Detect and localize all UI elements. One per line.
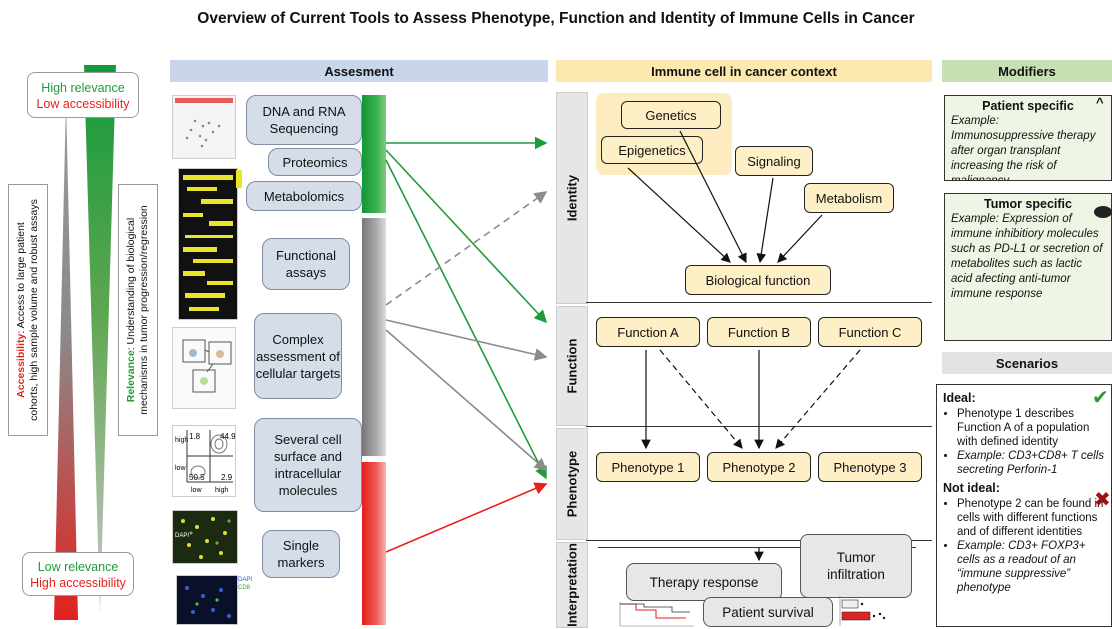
metabolomics-box[interactable]: Metabolomics [246, 181, 362, 211]
genetics-box[interactable]: Genetics [621, 101, 721, 129]
signaling-box[interactable]: Signaling [735, 146, 813, 176]
person-icon: ^ [1096, 95, 1104, 110]
complex-assessment-box[interactable]: Complex assessment of cellular targets [254, 313, 342, 399]
biological-function-box[interactable]: Biological function [685, 265, 831, 295]
ideal-bullet-2: Example: CD3+CD8+ T cells secreting Perf… [957, 449, 1105, 477]
high-relevance-label: High relevance [41, 81, 125, 95]
phenotype-2-box[interactable]: Phenotype 2 [707, 452, 811, 482]
checkmark-icon: ✔ [1092, 387, 1109, 409]
arrow-proteomics-function [385, 149, 548, 324]
dna-rna-sequencing-box[interactable]: DNA and RNA Sequencing [246, 95, 362, 145]
several-molecules-box[interactable]: Several cell surface and intracellular m… [254, 418, 362, 512]
accessibility-note: Accessibility: Access to large patient c… [8, 184, 48, 436]
volcano-plot-thumbnail [172, 95, 236, 159]
immunofluorescence-thumbnail [176, 575, 238, 625]
assessment-header: Assesment [170, 60, 548, 82]
green-bar [362, 95, 386, 213]
row-divider [586, 540, 932, 541]
functional-assays-box[interactable]: Functional assays [262, 238, 350, 290]
row-label-phenotype: Phenotype [556, 428, 588, 540]
tumor-infiltration-box[interactable]: Tumor infiltration [800, 534, 912, 598]
single-markers-box[interactable]: Single markers [262, 530, 340, 578]
arrow-metabolomics-phenotype [385, 159, 547, 480]
patient-specific-title: Patient specific [982, 99, 1074, 113]
low-relevance-label: Low relevance [37, 560, 119, 574]
arrow-complex-function [385, 319, 548, 361]
low-accessibility-label: Low accessibility [36, 97, 130, 111]
arrow-epigenetics-biofunction [627, 167, 731, 263]
patient-specific-text: Example: Immunosuppressive therapy after… [951, 115, 1096, 181]
accessibility-triangle [54, 100, 78, 620]
ideal-title: Ideal: [943, 391, 976, 405]
row-label-function: Function [556, 306, 588, 426]
tumor-cell-icon [1094, 206, 1112, 218]
flow-x-low-label: low [191, 487, 202, 494]
high-accessibility-label: High accessibility [30, 576, 126, 590]
flow-y-low-label: low [175, 465, 186, 472]
if-dapi-label: DAPI [238, 577, 253, 583]
grey-bar [362, 218, 386, 456]
not-ideal-title: Not ideal: [943, 481, 1000, 495]
not-ideal-bullet-1: Phenotype 2 can be found in cells with d… [957, 497, 1105, 539]
therapy-response-box[interactable]: Therapy response [626, 563, 782, 601]
relevance-accessibility-triangles [54, 65, 116, 620]
flow-q3-label: 50.5 [189, 473, 205, 482]
cross-icon: ✖ [1094, 489, 1111, 511]
flow-q4-label: 2.9 [221, 473, 233, 482]
gating-strategy-thumbnail [172, 327, 236, 409]
heatmap-scale-thumbnail [236, 170, 242, 188]
flow-q1-label: 1.8 [189, 432, 201, 441]
proteomics-box[interactable]: Proteomics [268, 148, 362, 176]
tumor-specific-text: Example: Expression of immune inhibitior… [951, 213, 1103, 300]
immune-header: Immune cell in cancer context [556, 60, 932, 82]
epigenetics-box[interactable]: Epigenetics [601, 136, 703, 164]
arrow-functionc-phenotype2 [775, 349, 861, 449]
ideal-bullet-1: Phenotype 1 describes Function A of a po… [957, 407, 1105, 449]
tumor-specific-title: Tumor specific [984, 197, 1072, 211]
multiplex-ihc-thumbnail: DAPI [172, 510, 238, 564]
arrow-genetics-biofunction [679, 130, 747, 264]
ihc-dapi-label: DAPI [175, 533, 189, 539]
arrow-metabolism-biofunction [777, 214, 823, 263]
function-a-box[interactable]: Function A [596, 317, 700, 347]
arrow-functiona-phenotype2 [659, 349, 743, 449]
function-b-box[interactable]: Function B [707, 317, 811, 347]
patient-specific-box: Patient specific Example: Immunosuppress… [944, 95, 1112, 181]
tumor-specific-box: Tumor specific Example: Expression of im… [944, 193, 1112, 341]
page-title: Overview of Current Tools to Assess Phen… [197, 10, 915, 27]
metabolism-box[interactable]: Metabolism [804, 183, 894, 213]
phenotype-1-box[interactable]: Phenotype 1 [596, 452, 700, 482]
arrow-complex-phenotype [385, 329, 548, 472]
modifiers-header: Modifiers [942, 60, 1112, 82]
row-divider [586, 302, 932, 303]
arrow-signaling-biofunction [756, 177, 774, 264]
flow-q2-label: 44.9 [220, 432, 235, 441]
row-label-identity: Identity [556, 92, 588, 304]
flow-x-high-label: high [215, 487, 228, 494]
phenotype-3-box[interactable]: Phenotype 3 [818, 452, 922, 482]
patient-survival-box[interactable]: Patient survival [703, 597, 833, 627]
arrow-functional-identity [385, 191, 548, 306]
relevance-triangle [84, 65, 116, 615]
function-c-box[interactable]: Function C [818, 317, 922, 347]
flow-y-high-label: high [175, 437, 188, 444]
low-relevance-box: Low relevance High accessibility [22, 552, 134, 596]
red-bar [362, 462, 386, 625]
boxplot-thumbnail [839, 596, 886, 626]
relevance-note: Relevance: Understanding of biological m… [118, 184, 158, 436]
flow-cytometry-thumbnail: 1.8 44.9 50.5 2.9 low high low high [172, 425, 236, 497]
high-relevance-box: High relevance Low accessibility [27, 72, 139, 118]
scenarios-header: Scenarios [942, 352, 1112, 374]
heatmap-thumbnail [178, 168, 238, 320]
not-ideal-bullet-2: Example: CD3+ FOXP3+ cells as a readout … [957, 539, 1105, 595]
survival-curve-thumbnail [619, 602, 694, 627]
scenarios-panel: Ideal: Phenotype 1 describes Function A … [936, 384, 1112, 627]
interpretation-bracket-line [598, 547, 916, 548]
if-cd8-label: CD8 [238, 585, 251, 591]
arrow-single-phenotype [385, 482, 548, 553]
